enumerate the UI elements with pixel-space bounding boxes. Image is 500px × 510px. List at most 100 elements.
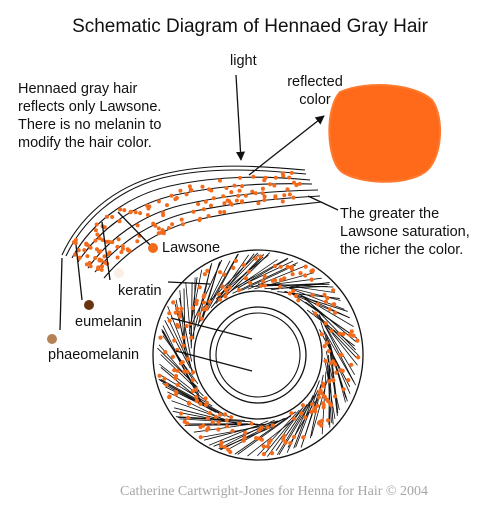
keratin-legend-dot	[114, 268, 124, 278]
lawsone-dot	[156, 231, 161, 236]
lawsone-dot	[162, 376, 167, 381]
lawsone-dot	[170, 222, 175, 227]
lawsone-dot	[300, 403, 306, 408]
reflected-pointer	[248, 115, 325, 176]
lawsone-dot	[347, 332, 353, 338]
lawsone-dot	[191, 370, 196, 375]
lawsone-dot	[268, 438, 273, 443]
lawsone-dot	[186, 400, 191, 405]
lawsone-dot	[341, 387, 346, 392]
lawsone-dot	[202, 272, 207, 277]
lawsone-dot	[265, 444, 270, 449]
lawsone-dot	[237, 188, 242, 193]
lawsone-dot	[291, 195, 296, 200]
lawsone-dot	[203, 402, 209, 407]
lawsone-dot	[119, 250, 124, 255]
lawsone-dot	[340, 368, 345, 373]
lawsone-dot	[105, 214, 109, 219]
lawsone-dot	[175, 368, 180, 373]
lawsone-dot	[197, 285, 202, 290]
cuticle-line	[218, 419, 275, 450]
lawsone-dot	[102, 254, 107, 259]
lawsone-dot	[278, 284, 283, 289]
lawsone-dot	[175, 306, 180, 311]
lawsone-dot	[281, 173, 286, 178]
lawsone-dot	[177, 314, 182, 319]
lawsone-dot	[322, 344, 327, 349]
lawsone-dot	[272, 183, 277, 188]
cuticle-line	[311, 310, 358, 359]
lawsone-dot	[224, 418, 229, 423]
reflected-color-label: reflected color	[287, 74, 343, 108]
lawsone-dot	[323, 358, 328, 364]
lawsone-dot	[287, 291, 292, 296]
lawsone-dot	[95, 232, 100, 237]
lawsone-dot	[110, 215, 115, 219]
lawsone-dot	[185, 369, 190, 374]
lawsone-dot	[181, 335, 186, 340]
lawsone-dot	[189, 335, 194, 340]
lawsone-dot	[224, 424, 229, 429]
lawsone-dot	[94, 222, 99, 227]
lawsone-dot	[281, 437, 286, 442]
lawsone-dot	[203, 199, 208, 204]
lawsone-dot	[224, 290, 229, 295]
lawsone-dot	[182, 369, 187, 374]
lawsone-dot	[290, 272, 295, 277]
lawsone-dot	[349, 362, 354, 367]
lawsone-dot	[167, 395, 172, 400]
lawsone-dot	[213, 414, 218, 419]
lawsone-dot	[194, 298, 199, 303]
lawsone-dot	[316, 395, 321, 400]
phaeomelanin-label: phaeomelanin	[48, 347, 140, 363]
lawsone-dot	[164, 382, 169, 387]
lawsone-dot	[341, 332, 346, 337]
lawsone-dot	[224, 186, 229, 190]
lawsone-dot	[73, 241, 78, 246]
lawsone-dot	[207, 187, 211, 192]
lawsone-dot	[318, 388, 323, 393]
lawsone-dot	[170, 354, 175, 359]
lawsone-dot	[211, 196, 216, 201]
eumelanin-label: eumelanin	[75, 314, 142, 330]
lawsone-dot	[356, 355, 361, 360]
lawsone-dot	[278, 264, 283, 269]
cuticle-line	[314, 311, 359, 356]
cuticle-line	[324, 357, 336, 419]
lawsone-dot	[174, 196, 179, 200]
lawsone-dot	[262, 198, 267, 203]
lawsone-dot	[236, 421, 242, 426]
cuticle-line	[293, 294, 350, 319]
lawsone-dot	[218, 444, 223, 449]
phaeomelanin-legend-dot	[47, 334, 57, 344]
hair-cross-section	[152, 249, 364, 461]
lawsone-dot	[228, 449, 233, 455]
lawsone-dot	[128, 210, 133, 215]
lawsone-dot	[317, 420, 322, 425]
lawsone-dot	[184, 192, 189, 197]
lawsone-dot	[313, 311, 318, 316]
lawsone-dot	[229, 202, 234, 207]
lawsone-dot	[167, 318, 172, 323]
lawsone-dot	[259, 425, 264, 430]
lawsone-dot	[93, 238, 98, 243]
lawsone-dot	[217, 297, 223, 302]
lawsone-dot	[216, 427, 221, 432]
cuticle-line	[208, 420, 269, 446]
lawsone-dot	[262, 283, 267, 288]
lawsone-dot	[309, 269, 314, 274]
lawsone-dot	[218, 412, 223, 417]
lawsone-dot	[223, 412, 228, 417]
lawsone-dot	[179, 306, 184, 311]
lawsone-dot	[205, 416, 210, 421]
lawsone-dot	[190, 378, 195, 383]
lawsone-dot	[319, 423, 324, 428]
lawsone-dot	[115, 244, 120, 249]
lawsone-dot	[332, 302, 337, 307]
lawsone-dot	[337, 331, 342, 336]
lawsone-dot	[151, 221, 156, 226]
lawsone-dot	[283, 440, 288, 445]
lawsone-dot	[299, 411, 304, 416]
lawsone-dot	[201, 300, 206, 305]
lawsone-dot	[309, 409, 314, 414]
